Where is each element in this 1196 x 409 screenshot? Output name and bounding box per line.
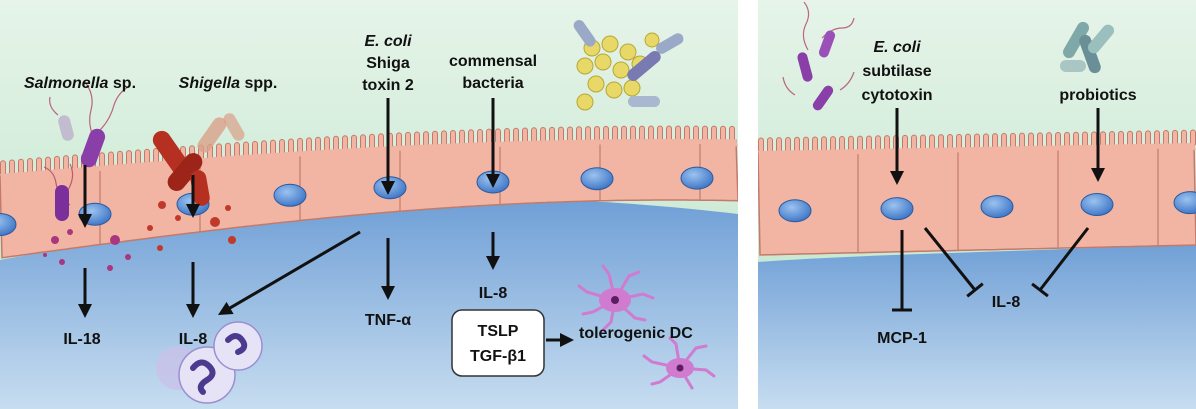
tslp-tgf-box bbox=[451, 309, 545, 377]
label-shigella: Shigella spp. bbox=[179, 75, 278, 92]
signaling-arrows bbox=[78, 98, 1105, 347]
epithelial-layer bbox=[758, 143, 1196, 256]
cell-nucleus bbox=[273, 183, 307, 207]
arrow-commensal-to-cell bbox=[486, 98, 500, 188]
arrowhead bbox=[78, 214, 92, 228]
inhibit-mcp1 bbox=[892, 230, 912, 312]
inhibition-bar bbox=[1031, 282, 1049, 298]
dendritic-cell bbox=[642, 336, 716, 390]
label-il8-right: IL-8 bbox=[992, 294, 1021, 311]
label-salmonella: Salmonella sp. bbox=[24, 75, 136, 92]
label-il8-shigella: IL-8 bbox=[179, 331, 208, 348]
label-ecoli-right: E. coli bbox=[873, 39, 921, 56]
arrowhead bbox=[218, 301, 234, 315]
arrowhead bbox=[486, 174, 500, 188]
arrowhead bbox=[890, 171, 904, 185]
cell-nucleus bbox=[680, 166, 714, 190]
lamina-propria-right bbox=[758, 242, 1196, 409]
arrowhead bbox=[381, 286, 395, 300]
label-il8-commensal: IL-8 bbox=[479, 285, 508, 302]
label-shigella-genus: Shigella bbox=[179, 75, 240, 92]
arrow-probiotics-to-cell bbox=[1091, 108, 1105, 182]
neutrophil bbox=[156, 321, 263, 404]
cell-nucleus bbox=[880, 197, 914, 221]
microvilli-border bbox=[758, 129, 1196, 155]
ecoli-subtilase-bacteria bbox=[782, 1, 855, 111]
shigella-bacteria bbox=[147, 113, 245, 251]
arrow-cell-to-il8-commensal bbox=[486, 232, 500, 270]
label-salmonella-genus: Salmonella bbox=[24, 75, 109, 92]
label-ecoli-left: E. coli bbox=[364, 33, 412, 50]
cell-nucleus bbox=[1080, 193, 1114, 217]
label-probiotics: probiotics bbox=[1059, 87, 1136, 104]
label-salmonella-suffix: sp. bbox=[108, 75, 136, 92]
label-shiga-line1: Shiga bbox=[366, 55, 410, 72]
apical-surface bbox=[758, 143, 1196, 158]
label-tnf: TNF-α bbox=[365, 312, 411, 329]
arrow-salmonella-to-cell bbox=[78, 165, 92, 228]
label-tolerogenic-dc: tolerogenic DC bbox=[579, 325, 693, 342]
probiotics-bacteria bbox=[1060, 21, 1115, 74]
arrow-shigella-to-cell bbox=[186, 175, 200, 218]
label-commensal-line1: commensal bbox=[449, 53, 537, 70]
label-mcp1: MCP-1 bbox=[877, 330, 927, 347]
cell-nucleus bbox=[980, 195, 1014, 219]
apical-surface bbox=[0, 139, 738, 181]
arrow-cell-to-il8 bbox=[186, 262, 200, 318]
panel-divider bbox=[738, 0, 758, 409]
arrowhead bbox=[78, 304, 92, 318]
arrowhead bbox=[186, 304, 200, 318]
arrow-tslp-to-dc bbox=[546, 333, 574, 347]
arrow-cell-to-il18 bbox=[78, 268, 92, 318]
microvilli-border bbox=[0, 125, 735, 178]
arrowhead bbox=[186, 204, 200, 218]
salmonella-bacteria bbox=[43, 81, 131, 271]
commensal-bacteria-cluster bbox=[573, 20, 684, 111]
arrowhead bbox=[381, 181, 395, 195]
label-commensal-line2: bacteria bbox=[462, 75, 523, 92]
inhibition-shaft bbox=[1038, 227, 1090, 291]
arrowhead bbox=[486, 256, 500, 270]
inhibit-il8-from-subtilase bbox=[923, 227, 984, 298]
arrowhead bbox=[1091, 168, 1105, 182]
label-subtilase-line2: cytotoxin bbox=[861, 87, 932, 104]
inhibit-il8-from-probiotics bbox=[1031, 227, 1090, 298]
cell-nucleus bbox=[1173, 191, 1196, 215]
inhibition-bar bbox=[966, 282, 984, 298]
cell-nucleus bbox=[580, 167, 614, 191]
arrow-shiga-to-cell bbox=[381, 98, 395, 195]
label-tslp: TSLP bbox=[478, 323, 519, 340]
cell-nucleus bbox=[778, 199, 812, 223]
label-il18: IL-18 bbox=[63, 331, 100, 348]
arrowhead bbox=[560, 333, 574, 347]
label-subtilase-line1: subtilase bbox=[862, 63, 931, 80]
arrow-shaft bbox=[225, 230, 361, 312]
label-shiga-line2: toxin 2 bbox=[362, 77, 414, 94]
inhibition-shaft bbox=[923, 227, 977, 291]
arrow-subtilase-to-cell bbox=[890, 108, 904, 185]
right-panel bbox=[758, 0, 1196, 409]
label-shigella-suffix: spp. bbox=[240, 75, 277, 92]
dendritic-cell bbox=[577, 264, 655, 332]
arrow-shiga-to-il8 bbox=[218, 230, 361, 315]
label-tgf: TGF-β1 bbox=[470, 348, 526, 365]
epithelium-right bbox=[758, 129, 1196, 256]
arrow-cell-to-tnf bbox=[381, 238, 395, 300]
cell-nucleus bbox=[0, 213, 17, 236]
